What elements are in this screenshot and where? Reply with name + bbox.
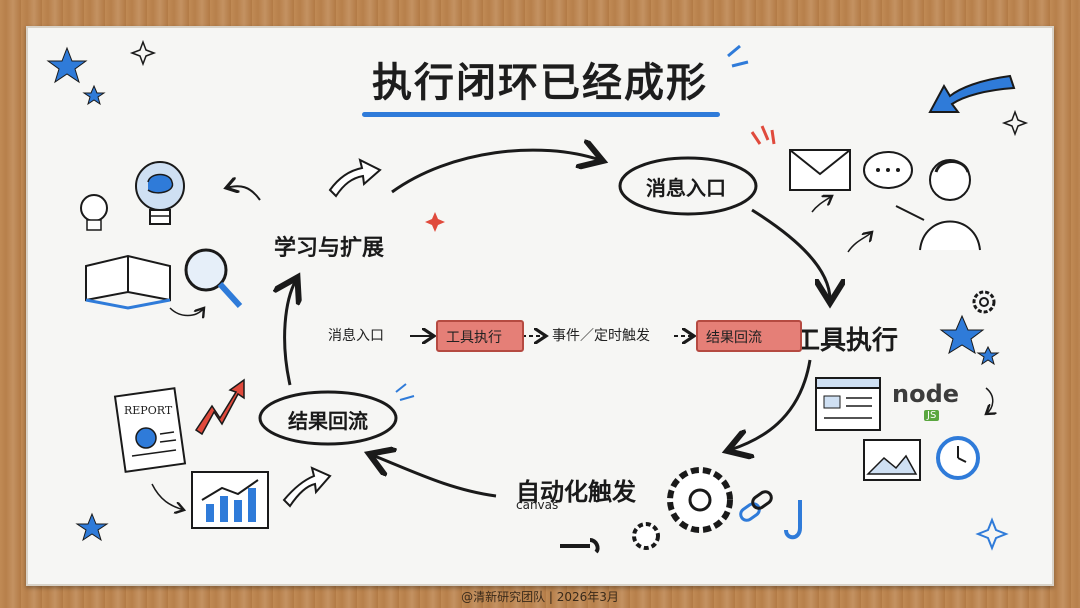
accent-marks	[727, 44, 749, 68]
node-result-flow: 结果回流	[288, 409, 368, 433]
accent-marks	[395, 383, 415, 401]
accent-marks	[750, 125, 776, 145]
bar-chart-icon	[191, 471, 269, 529]
sparkle-icon	[1001, 109, 1029, 137]
arrow-result-to-learn	[285, 280, 296, 386]
arrow-tool-to-auto	[730, 359, 812, 450]
nodejs-logo-badge: JS	[924, 410, 940, 421]
image-icon	[863, 439, 921, 481]
star-icon	[976, 345, 1000, 366]
curved-arrow-icon	[986, 387, 993, 414]
envelope-icon	[789, 149, 851, 191]
title-underline	[362, 112, 720, 117]
pipe-step-result-flow: 结果回流	[696, 320, 802, 352]
lightbulb-brain-icon	[135, 161, 185, 225]
hollow-arrow-icon	[282, 466, 332, 508]
oval-result-flow	[258, 390, 398, 446]
arrow-message-to-tool	[751, 208, 830, 300]
loop-arrow-icon	[847, 232, 872, 253]
node-tool-exec: 工具执行	[794, 326, 899, 356]
oval-message-entry	[618, 156, 758, 216]
sparkle-icon	[425, 212, 445, 232]
footer-credit: @清新研究团队 | 2026年3月	[461, 590, 619, 604]
node-message-entry: 消息入口	[646, 176, 726, 200]
trend-up-icon	[194, 378, 245, 436]
gear-icon	[632, 522, 660, 550]
node-auto-trigger: 自动化触发	[516, 478, 636, 506]
curved-arrow-icon	[226, 186, 261, 201]
person-waving-icon	[895, 159, 981, 251]
gear-icon	[972, 290, 996, 314]
gear-icon	[667, 467, 733, 533]
hook-icon	[784, 500, 802, 540]
star-icon	[46, 46, 88, 84]
lightbulb-icon	[80, 194, 108, 231]
arrow-learn-to-message	[391, 150, 600, 194]
report-label: REPORT	[124, 404, 173, 417]
curved-arrow-icon	[169, 308, 204, 316]
report-document-icon	[113, 387, 187, 473]
curved-arrow-icon	[151, 483, 184, 510]
arrow-icon	[928, 74, 1016, 113]
sparkle-icon	[975, 517, 1009, 551]
star-icon	[82, 84, 106, 106]
page-title: 执行闭环已经成形	[372, 60, 708, 106]
hollow-arrow-icon	[328, 158, 382, 198]
pipe-step-message-entry: 消息入口	[328, 328, 384, 344]
pipe-step-tool-exec: 工具执行	[436, 320, 524, 352]
canvas-label: canvas	[516, 498, 559, 512]
clock-icon	[936, 436, 980, 480]
node-learn-expand: 学习与扩展	[274, 236, 385, 261]
chat-bubble-icon	[863, 151, 913, 189]
browser-window-icon	[815, 377, 881, 431]
book-icon	[85, 254, 171, 310]
pipe-step-event-trigger: 事件／定时触发	[552, 328, 650, 344]
chain-link-icon	[739, 490, 773, 522]
wrench-icon	[560, 538, 600, 554]
curved-arrow-icon	[811, 196, 832, 213]
nodejs-logo-text: node	[892, 380, 960, 408]
star-icon	[75, 512, 109, 542]
sparkle-icon	[129, 39, 157, 67]
arrow-auto-to-result	[372, 455, 497, 498]
magnifier-icon	[184, 248, 243, 309]
star-icon	[939, 314, 985, 355]
